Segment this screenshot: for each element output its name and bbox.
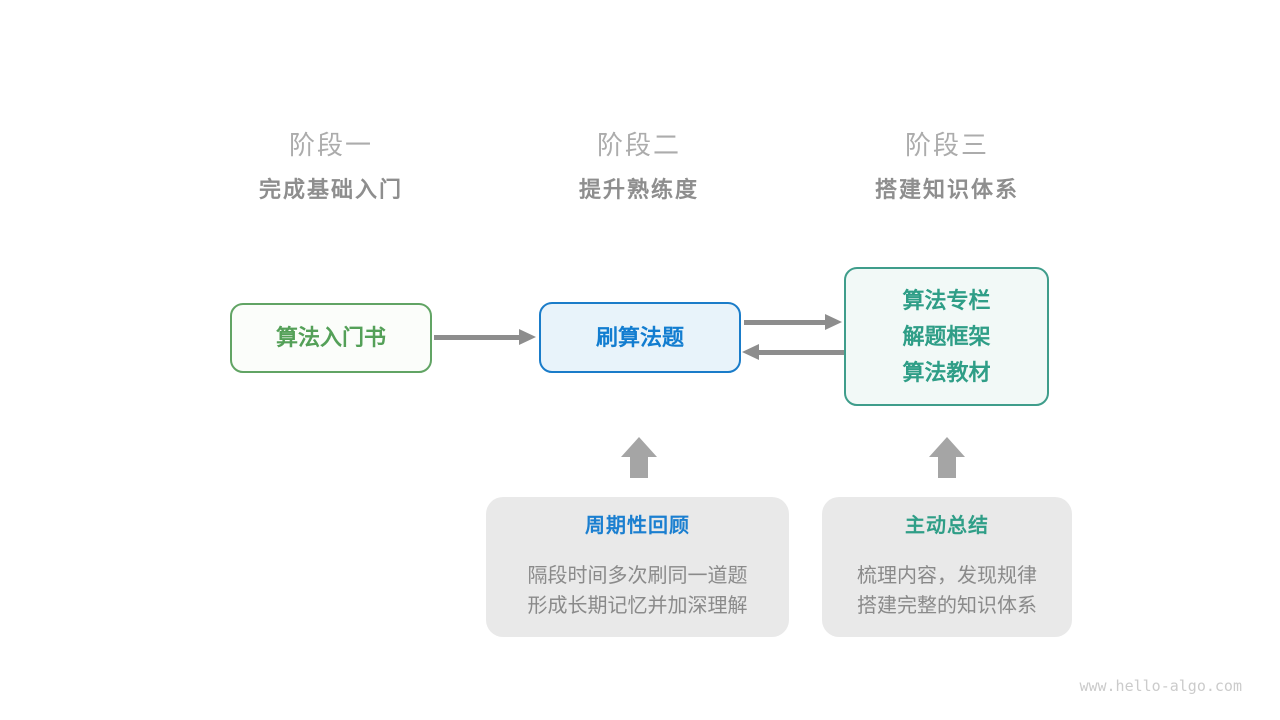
node-intro-book-label: 算法入门书 <box>275 325 386 350</box>
watermark: www.hello-algo.com <box>1079 677 1242 695</box>
node-resources-line-2: 解题框架 <box>902 323 991 349</box>
stage-3-subtitle: 搭建知识体系 <box>874 177 1019 202</box>
stage-2-subtitle: 提升熟练度 <box>578 177 699 202</box>
note-line: 梳理内容，发现规律 <box>857 565 1037 587</box>
stage-header-2: 阶段二 提升熟练度 <box>489 130 789 203</box>
note-line: 形成长期记忆并加深理解 <box>527 595 748 617</box>
note-active-summary-body: 梳理内容，发现规律 搭建完整的知识体系 <box>832 561 1062 621</box>
stage-header-1: 阶段一 完成基础入门 <box>181 130 481 203</box>
note-periodic-review-body: 隔段时间多次刷同一道题 形成长期记忆并加深理解 <box>496 561 779 621</box>
node-resources-line-3: 算法教材 <box>902 359 991 385</box>
node-practice-label: 刷算法题 <box>595 324 684 350</box>
stage-3-label: 阶段三 <box>904 130 989 160</box>
stage-header-3: 阶段三 搭建知识体系 <box>797 130 1097 203</box>
note-active-summary-title: 主动总结 <box>905 515 989 537</box>
stage-2-label: 阶段二 <box>596 130 681 160</box>
stage-1-label: 阶段一 <box>288 130 373 160</box>
node-intro-book: 算法入门书 <box>230 303 432 373</box>
note-periodic-review-title: 周期性回顾 <box>585 515 690 537</box>
note-periodic-review: 周期性回顾 隔段时间多次刷同一道题 形成长期记忆并加深理解 <box>486 497 789 637</box>
node-resources-line-1: 算法专栏 <box>902 287 991 313</box>
note-line: 隔段时间多次刷同一道题 <box>527 565 748 587</box>
node-practice: 刷算法题 <box>539 302 741 373</box>
node-resources: 算法专栏 解题框架 算法教材 <box>844 267 1049 406</box>
stage-1-subtitle: 完成基础入门 <box>258 177 403 202</box>
note-line: 搭建完整的知识体系 <box>857 595 1037 617</box>
note-active-summary: 主动总结 梳理内容，发现规律 搭建完整的知识体系 <box>822 497 1072 637</box>
